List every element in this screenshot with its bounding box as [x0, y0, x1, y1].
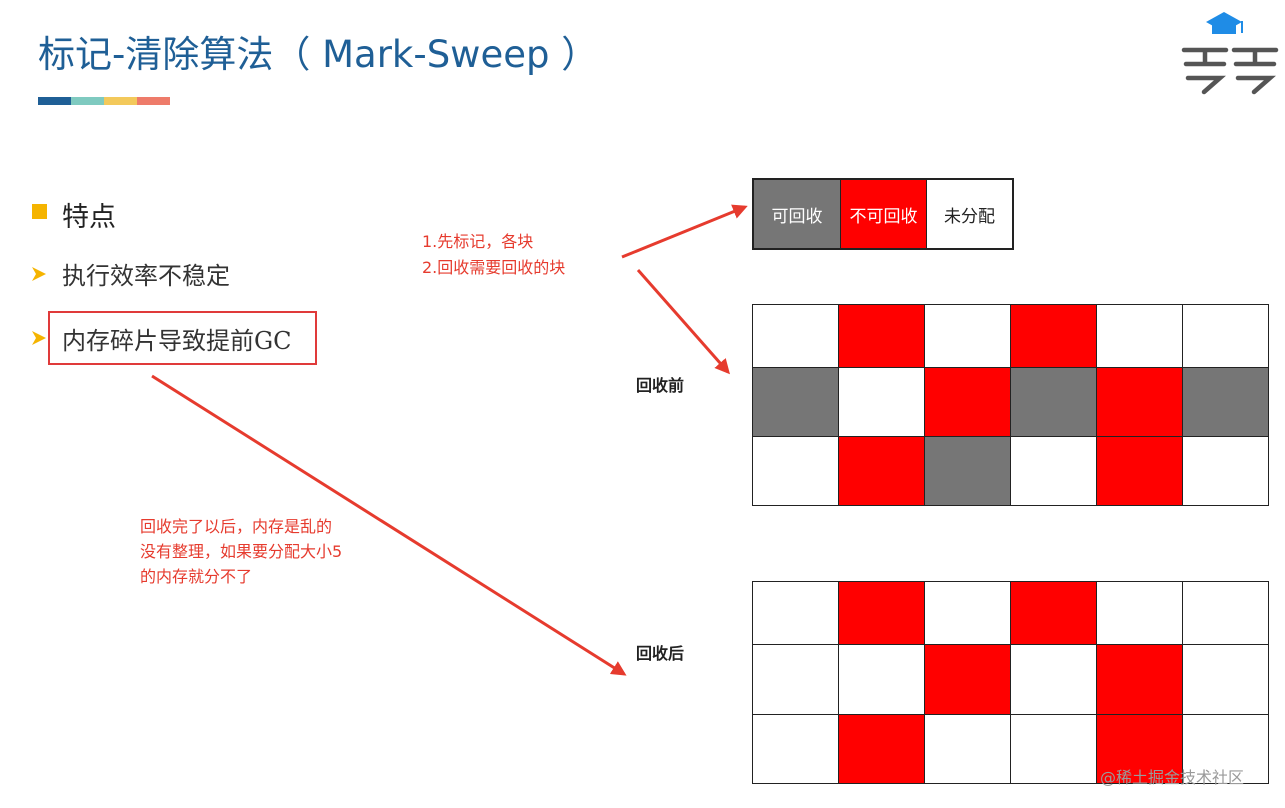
bullet-item: 内存碎片导致提前GC [62, 327, 292, 355]
annotation-mark-sweep: 1.先标记，各块 2.回收需要回收的块 [422, 229, 565, 281]
highlight-box [48, 311, 317, 365]
memory-cell-free [925, 582, 1011, 645]
annotation-line: 回收完了以后，内存是乱的 [140, 517, 333, 536]
memory-cell-free [925, 305, 1011, 368]
memory-cell-free [753, 645, 839, 715]
arrow-to-legend [621, 204, 748, 259]
memory-cell-free [1011, 437, 1097, 506]
memory-cell-reclaimable [753, 368, 839, 437]
annotation-line: 1.先标记，各块 [422, 232, 534, 251]
memory-cell-live [1097, 645, 1183, 715]
memory-cell-free [753, 582, 839, 645]
memory-cell-free [1183, 305, 1269, 368]
memory-cell-reclaimable [925, 437, 1011, 506]
memory-cell-live [839, 437, 925, 506]
memory-cell-free [1183, 582, 1269, 645]
underline-segment [71, 97, 104, 105]
memory-cell-free [1183, 437, 1269, 506]
memory-cell-live [1097, 715, 1183, 784]
memory-cell-free [925, 715, 1011, 784]
memory-cell-free [753, 305, 839, 368]
memory-cell-free [1183, 715, 1269, 784]
label-before-gc: 回收前 [636, 376, 685, 395]
underline-segment [104, 97, 137, 105]
memory-cell-free [1097, 305, 1183, 368]
title-underline [38, 97, 170, 105]
memory-cell-free [753, 715, 839, 784]
annotation-line: 没有整理，如果要分配大小5 [140, 542, 343, 561]
memory-cell-free [1011, 715, 1097, 784]
annotation-line: 2.回收需要回收的块 [422, 258, 566, 277]
memory-cell-live [1011, 582, 1097, 645]
legend: 可回收 不可回收 未分配 [752, 178, 1014, 250]
memory-cell-free [1183, 645, 1269, 715]
underline-segment [38, 97, 71, 105]
memory-cell-free [839, 368, 925, 437]
memory-cell-live [839, 715, 925, 784]
memory-cell-live [1011, 305, 1097, 368]
legend-label: 不可回收 [849, 206, 918, 227]
annotation-fragmentation: 回收完了以后，内存是乱的 没有整理，如果要分配大小5 的内存就分不了 [140, 514, 342, 589]
memory-grid-before [752, 304, 1269, 506]
arrow-to-before-grid [636, 269, 730, 375]
graduation-cap-logo-icon [1181, 12, 1279, 95]
arrow-to-after-grid [151, 374, 627, 676]
section-bullet-marker [32, 204, 47, 219]
memory-cell-free [1097, 582, 1183, 645]
bullet-arrow-icon [32, 331, 46, 345]
memory-cell-free [1011, 645, 1097, 715]
slide-title: 标记-清除算法（ Mark-Sweep ） [38, 33, 599, 76]
memory-cell-reclaimable [1183, 368, 1269, 437]
memory-cell-live [1097, 437, 1183, 506]
label-after-gc: 回收后 [636, 644, 685, 663]
memory-cell-live [839, 582, 925, 645]
bullet-arrow-icon [32, 267, 46, 281]
annotation-line: 的内存就分不了 [140, 567, 253, 586]
memory-cell-live [925, 645, 1011, 715]
memory-cell-reclaimable [1011, 368, 1097, 437]
memory-cell-live [839, 305, 925, 368]
underline-segment [137, 97, 170, 105]
memory-cell-free [753, 437, 839, 506]
memory-cell-live [925, 368, 1011, 437]
bullet-item: 执行效率不稳定 [62, 262, 230, 290]
memory-grid-after [752, 581, 1269, 784]
memory-cell-free [839, 645, 925, 715]
legend-label: 未分配 [944, 206, 995, 227]
legend-reclaimable: 可回收 [754, 180, 840, 248]
section-heading: 特点 [62, 202, 116, 233]
legend-live: 不可回收 [840, 180, 926, 248]
watermark: @稀土掘金技术社区 [1100, 768, 1245, 787]
legend-free: 未分配 [926, 180, 1012, 248]
memory-cell-live [1097, 368, 1183, 437]
legend-label: 可回收 [771, 206, 823, 227]
